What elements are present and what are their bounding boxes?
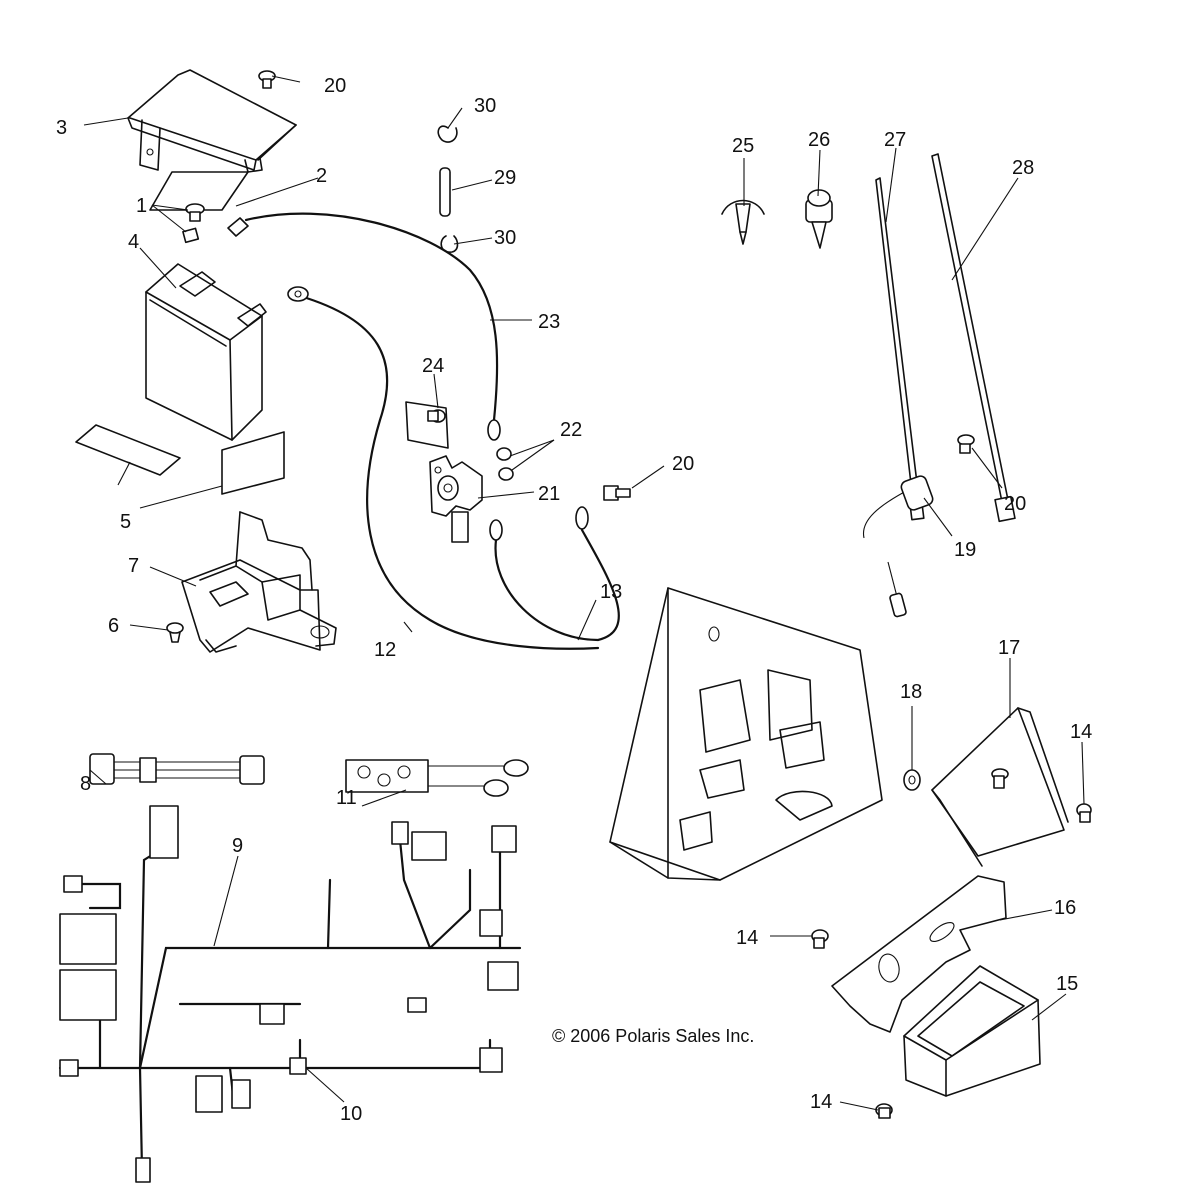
callout-3: 3 — [56, 117, 67, 139]
callout-labels: 20 3 2 1 4 5 7 6 12 13 30 29 30 23 24 22… — [56, 75, 1092, 1125]
starter-cable-part — [244, 212, 499, 422]
bolt-part — [1076, 803, 1092, 823]
starter-solenoid-part — [429, 455, 483, 543]
callout-9: 9 — [232, 835, 243, 857]
connector-part — [289, 1057, 307, 1075]
cable-tie-part — [875, 177, 925, 521]
module-bracket-part — [831, 875, 1007, 1033]
callout-30: 30 — [474, 95, 496, 117]
washer-part — [903, 769, 921, 791]
bolt-part — [875, 1103, 893, 1119]
callout-27: 27 — [884, 129, 906, 151]
battery-part — [145, 263, 267, 441]
callout-20: 20 — [1004, 493, 1026, 515]
callout-22: 22 — [560, 419, 582, 441]
callout-10: 10 — [340, 1103, 362, 1125]
pad-pair-part — [75, 424, 285, 495]
callout-20: 20 — [672, 453, 694, 475]
battery-cable-part — [298, 294, 600, 650]
relay-screw-part — [405, 401, 449, 449]
callout-5: 5 — [120, 511, 131, 533]
callout-18: 18 — [900, 681, 922, 703]
callout-14: 14 — [1070, 721, 1092, 743]
cable-tie-part — [931, 153, 1016, 523]
callout-7: 7 — [128, 555, 139, 577]
callout-11: 11 — [336, 787, 357, 809]
callout-29: 29 — [494, 167, 516, 189]
push-clip-part — [721, 199, 765, 245]
callout-25: 25 — [732, 135, 754, 157]
wire-clip-part — [805, 189, 833, 249]
nut-pair-part — [496, 447, 514, 481]
callout-26: 26 — [808, 129, 830, 151]
adapter-harness-part — [89, 753, 265, 785]
callout-17: 17 — [998, 637, 1020, 659]
callout-13: 13 — [600, 581, 622, 603]
callout-2: 2 — [316, 165, 327, 187]
screw-part — [258, 70, 276, 89]
leader-lines — [83, 75, 1085, 1111]
callout-1: 1 — [136, 195, 147, 217]
callout-8: 8 — [80, 773, 91, 795]
jumper-cable-part — [345, 759, 529, 797]
callout-14: 14 — [736, 927, 758, 949]
sensor-part — [862, 475, 934, 618]
terminal-bolt-part — [182, 203, 205, 244]
battery-bracket-part — [181, 511, 337, 653]
callout-23: 23 — [538, 311, 560, 333]
callout-15: 15 — [1056, 973, 1078, 995]
callout-16: 16 — [1054, 897, 1076, 919]
screw-part — [603, 485, 631, 501]
module-housing-part — [903, 965, 1041, 1097]
ring-terminal-part — [489, 506, 589, 541]
callout-4: 4 — [128, 231, 139, 253]
callout-30: 30 — [494, 227, 516, 249]
link-rod-part — [437, 125, 459, 253]
callout-21: 21 — [538, 483, 560, 505]
callout-14: 14 — [810, 1091, 832, 1113]
callout-19: 19 — [954, 539, 976, 561]
control-module-part — [931, 707, 1069, 867]
copyright-notice: © 2006 Polaris Sales Inc. — [552, 1026, 754, 1046]
callout-20: 20 — [324, 75, 346, 97]
screw-part — [957, 434, 975, 454]
ring-terminal-part — [227, 217, 501, 441]
callout-24: 24 — [422, 355, 444, 377]
fastener-part — [166, 622, 184, 643]
main-wiring-harness-part — [58, 805, 522, 1183]
callout-28: 28 — [1012, 157, 1034, 179]
callout-6: 6 — [108, 615, 119, 637]
pad-part — [149, 171, 249, 211]
ground-cable-part — [494, 528, 620, 642]
bolt-part — [811, 929, 829, 949]
callout-12: 12 — [374, 639, 396, 661]
ring-terminal-part — [287, 286, 309, 302]
battery-cover-part — [127, 69, 297, 173]
mounting-panel-part — [609, 587, 883, 881]
